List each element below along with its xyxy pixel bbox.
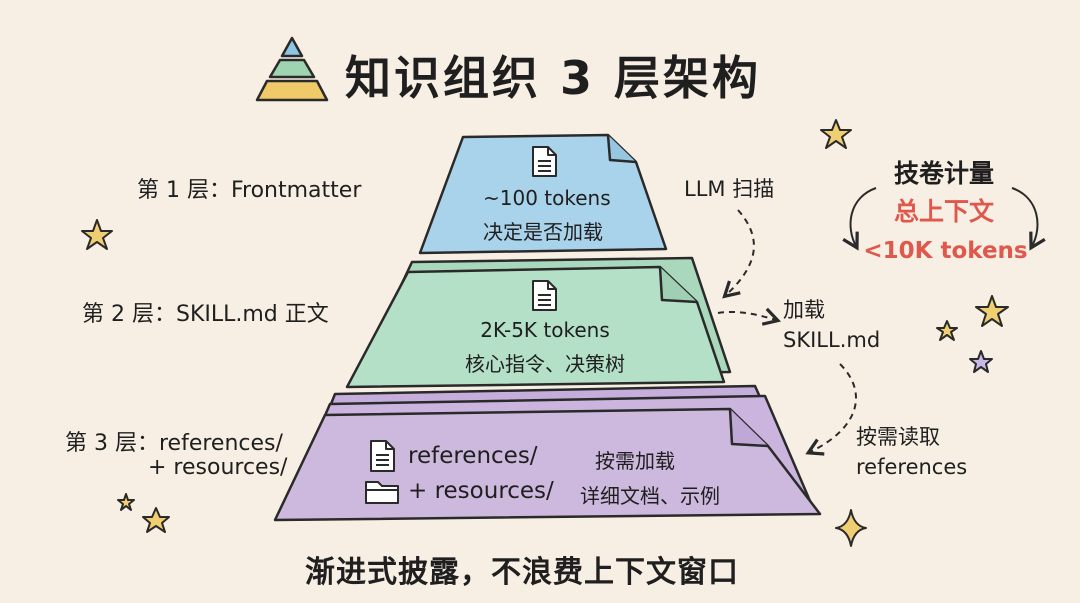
arrow-scan-to-layer2 [722, 209, 755, 299]
flow-step-read-line2: references [856, 455, 968, 479]
layer-1-label: 第 1 层：Frontmatter [137, 178, 362, 203]
star-icon [969, 350, 993, 373]
left-curve-arrow [842, 187, 877, 251]
document-icon [532, 280, 557, 311]
star-icon [936, 320, 958, 341]
layer-3-action: 按需加载 [595, 449, 675, 473]
metric-value: <10K tokens [863, 238, 1028, 264]
flow-step-load-line2: SKILL.md [783, 328, 881, 352]
star-icon [81, 219, 113, 250]
document-icon [532, 146, 557, 177]
footer-caption: 渐进式披露，不浪费上下文窗口 [305, 555, 739, 590]
metric-title: 技卷计量 [893, 159, 994, 188]
star-icon [975, 295, 1009, 327]
layer-1-shape [418, 133, 668, 255]
arrow-load-to-layer3 [805, 363, 857, 456]
flow-step-read-line1: 按需读取 [856, 425, 940, 449]
layer-3-folder-line2: + resources/ [408, 478, 554, 504]
layer-3-description: 详细文档、示例 [580, 484, 720, 508]
layer-3-label-line2: + resources/ [148, 455, 288, 480]
folder-icon [365, 481, 399, 504]
star-icon [117, 493, 135, 511]
layer-3-label-line1: 第 3 层：references/ [65, 431, 283, 456]
metric-subtitle: 总上下文 [893, 197, 994, 226]
flow-step-load-line1: 加载 [783, 298, 825, 322]
flow-step-scan: LLM 扫描 [684, 177, 775, 201]
document-icon [370, 440, 395, 472]
layer-3-folder-line1: references/ [408, 443, 538, 469]
layer-2-description: 核心指令、决策树 [465, 352, 625, 376]
pyramid-icon [255, 36, 329, 102]
right-curve-arrow [1011, 187, 1046, 251]
layer-3-shape [273, 384, 822, 522]
sparkle-icon [835, 509, 867, 547]
layer-2-shape [345, 256, 732, 389]
star-icon [142, 507, 170, 533]
metric-arrows [842, 187, 1046, 251]
layer-2-tokens: 2K-5K tokens [480, 318, 610, 342]
layer-2-label: 第 2 层：SKILL.md 正文 [82, 302, 329, 327]
star-icon [820, 119, 852, 149]
arrow-to-load-skill [717, 307, 782, 326]
layer-1-tokens: ~100 tokens [483, 186, 611, 210]
flow-arrows [717, 209, 857, 456]
layer-1-description: 决定是否加载 [483, 220, 603, 244]
page-title: 知识组织 3 层架构 [345, 51, 762, 105]
